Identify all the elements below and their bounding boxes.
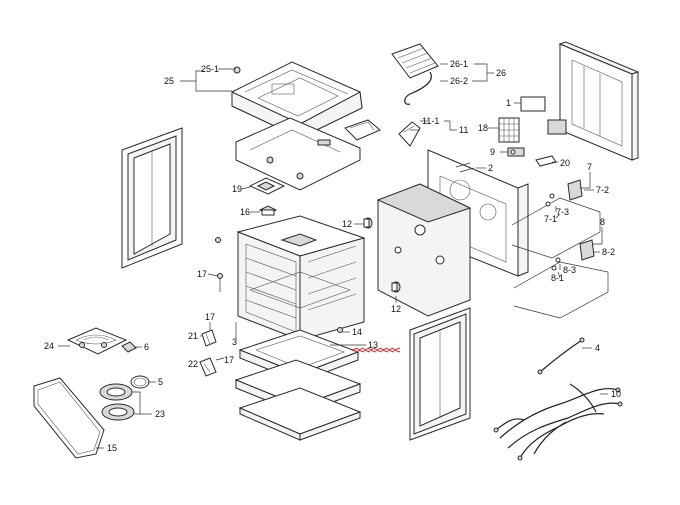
part-18-grille: [498, 117, 520, 143]
callout-25-1: 25-1: [201, 64, 219, 74]
callout-11: 11: [459, 125, 468, 135]
part-13-oven-door: [409, 307, 471, 441]
callout-7: 7: [587, 162, 592, 172]
part-24-bake-element: [66, 327, 128, 355]
part-top-cover: [231, 61, 363, 139]
callout-1: 1: [506, 98, 511, 108]
part-20-sensor: [535, 155, 557, 167]
callout-21: 21: [188, 331, 198, 341]
callout-3: 3: [232, 337, 237, 347]
part-bottom-base: [238, 387, 362, 441]
callout-4: 4: [595, 343, 600, 353]
callout-22: 22: [188, 359, 198, 369]
part-7-hinge: [511, 179, 601, 259]
callout-2: 2: [488, 163, 493, 173]
part-oven-cavity: [236, 215, 366, 341]
part-15-door-gasket: [33, 377, 105, 459]
callout-labels: 25-1 25 26-1 26-2 26 1 11-1 11 18 9 20 2…: [44, 59, 621, 453]
part-23-burner-lower: [101, 403, 135, 421]
callout-8-1: 8-1: [551, 273, 564, 283]
callout-5: 5: [158, 377, 163, 387]
leader-lines: [58, 63, 608, 449]
part-bracket-top: [344, 119, 381, 141]
part-1-plate: [520, 96, 546, 112]
part-5-ring: [130, 375, 150, 389]
callout-7-2: 7-2: [596, 185, 609, 195]
part-6-element-bracket: [121, 341, 137, 353]
callout-17-upper: 17: [197, 269, 207, 279]
part-top-inner-panel: [235, 117, 361, 191]
callout-8: 8: [600, 217, 605, 227]
part-back-panel: [547, 41, 640, 161]
part-16-lamp: [258, 205, 278, 216]
callout-20: 20: [560, 158, 570, 168]
callout-26-1: 26-1: [450, 59, 468, 69]
callout-6: 6: [144, 342, 149, 352]
part-21-bracket: [201, 329, 217, 347]
part-11-bracket: [398, 121, 421, 147]
callout-26: 26: [496, 68, 506, 78]
part-23-burner-upper: [99, 383, 133, 401]
part-22-bracket: [199, 357, 217, 377]
callout-14: 14: [352, 327, 362, 337]
part-4-wire: [537, 337, 585, 375]
callout-7-3: 7-3: [556, 207, 569, 217]
callout-24: 24: [44, 341, 54, 351]
red-indicator-arrow: [350, 347, 401, 353]
part-side-door-frame: [121, 127, 183, 269]
part-8-hinge: [513, 239, 609, 319]
callout-13: 13: [368, 340, 378, 350]
callout-10: 10: [611, 389, 621, 399]
callout-16: 16: [240, 207, 250, 217]
part-12-knob-lower: [391, 281, 401, 293]
callout-7-1: 7-1: [544, 214, 557, 224]
callout-18: 18: [478, 123, 488, 133]
part-2-clip: [455, 162, 475, 173]
part-10-wire-harness: [493, 383, 623, 461]
callout-23: 23: [155, 409, 165, 419]
part-19-cover: [248, 177, 286, 195]
callout-8-2: 8-2: [602, 247, 615, 257]
part-14-screw: [337, 327, 343, 333]
callout-17-middle: 17: [205, 312, 215, 322]
callout-12-upper: 12: [342, 219, 352, 229]
callout-12-lower: 12: [391, 304, 401, 314]
callout-8-3: 8-3: [563, 265, 576, 275]
callout-25: 25: [164, 76, 174, 86]
callout-15: 15: [107, 443, 117, 453]
callout-26-2: 26-2: [450, 76, 468, 86]
part-insulation-panel: [376, 183, 472, 317]
callout-9: 9: [490, 147, 495, 157]
part-17-screw: [215, 237, 223, 292]
callout-17-lower: 17: [224, 355, 234, 365]
callout-19: 19: [232, 184, 242, 194]
part-12-knob-upper: [363, 217, 373, 229]
part-9-switch: [507, 147, 525, 157]
callout-11-1: 11-1: [422, 116, 439, 126]
part-top-heater: [391, 43, 439, 105]
